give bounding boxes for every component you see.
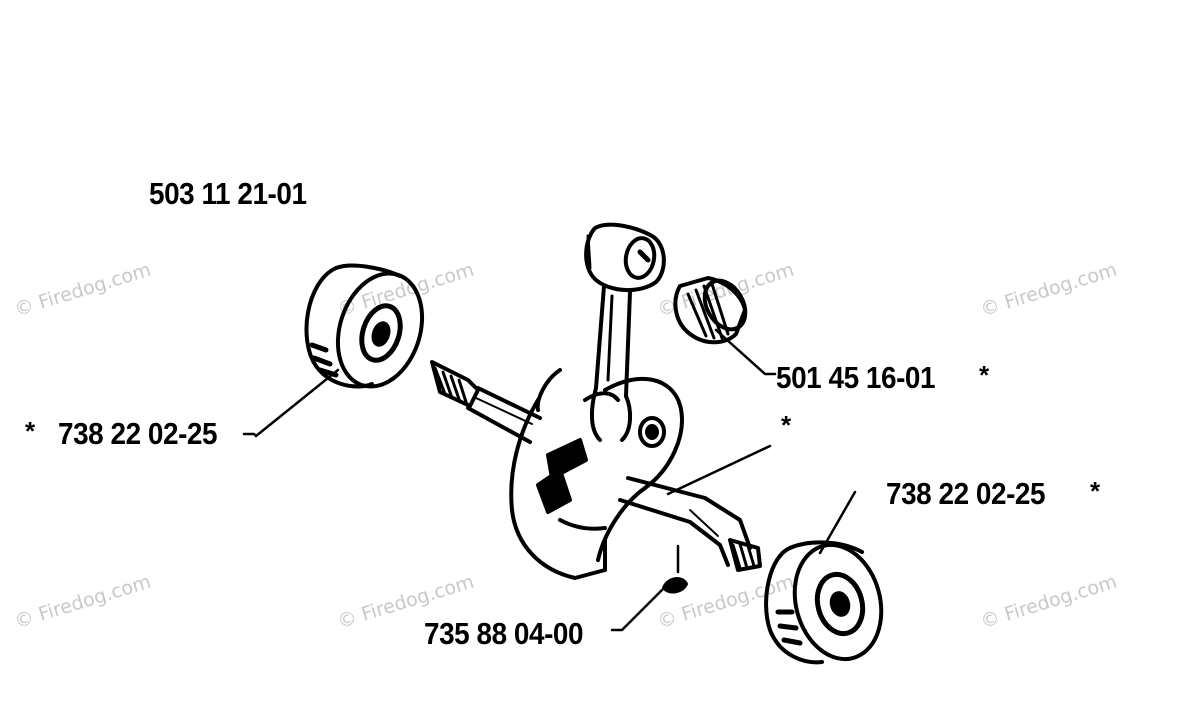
leader-line [714, 328, 777, 376]
needle-bearing-part-number: 501 45 16-01 [776, 360, 936, 395]
star-marker: * [1090, 476, 1101, 506]
right-bearing-part-number: 738 22 02-25 [886, 476, 1046, 511]
key-part-number: 735 88 04-00 [424, 616, 584, 651]
woodruff-key [662, 577, 688, 594]
star-marker: * [25, 416, 36, 446]
right-shaft [618, 476, 762, 572]
left-bearing-part-number: 738 22 02-25 [58, 416, 218, 451]
leader-line [666, 444, 772, 496]
assembly-part-number: 503 11 21-01 [149, 176, 307, 211]
left-ball-bearing [304, 263, 425, 389]
star-marker: * [781, 410, 792, 440]
leader-line [818, 490, 857, 555]
leader-line [610, 588, 664, 632]
connecting-rod [584, 222, 666, 442]
needle-bearing [673, 276, 748, 345]
crank-webs [509, 368, 684, 580]
right-ball-bearing [764, 540, 884, 665]
star-marker: * [979, 360, 990, 390]
leader-line [242, 368, 340, 438]
